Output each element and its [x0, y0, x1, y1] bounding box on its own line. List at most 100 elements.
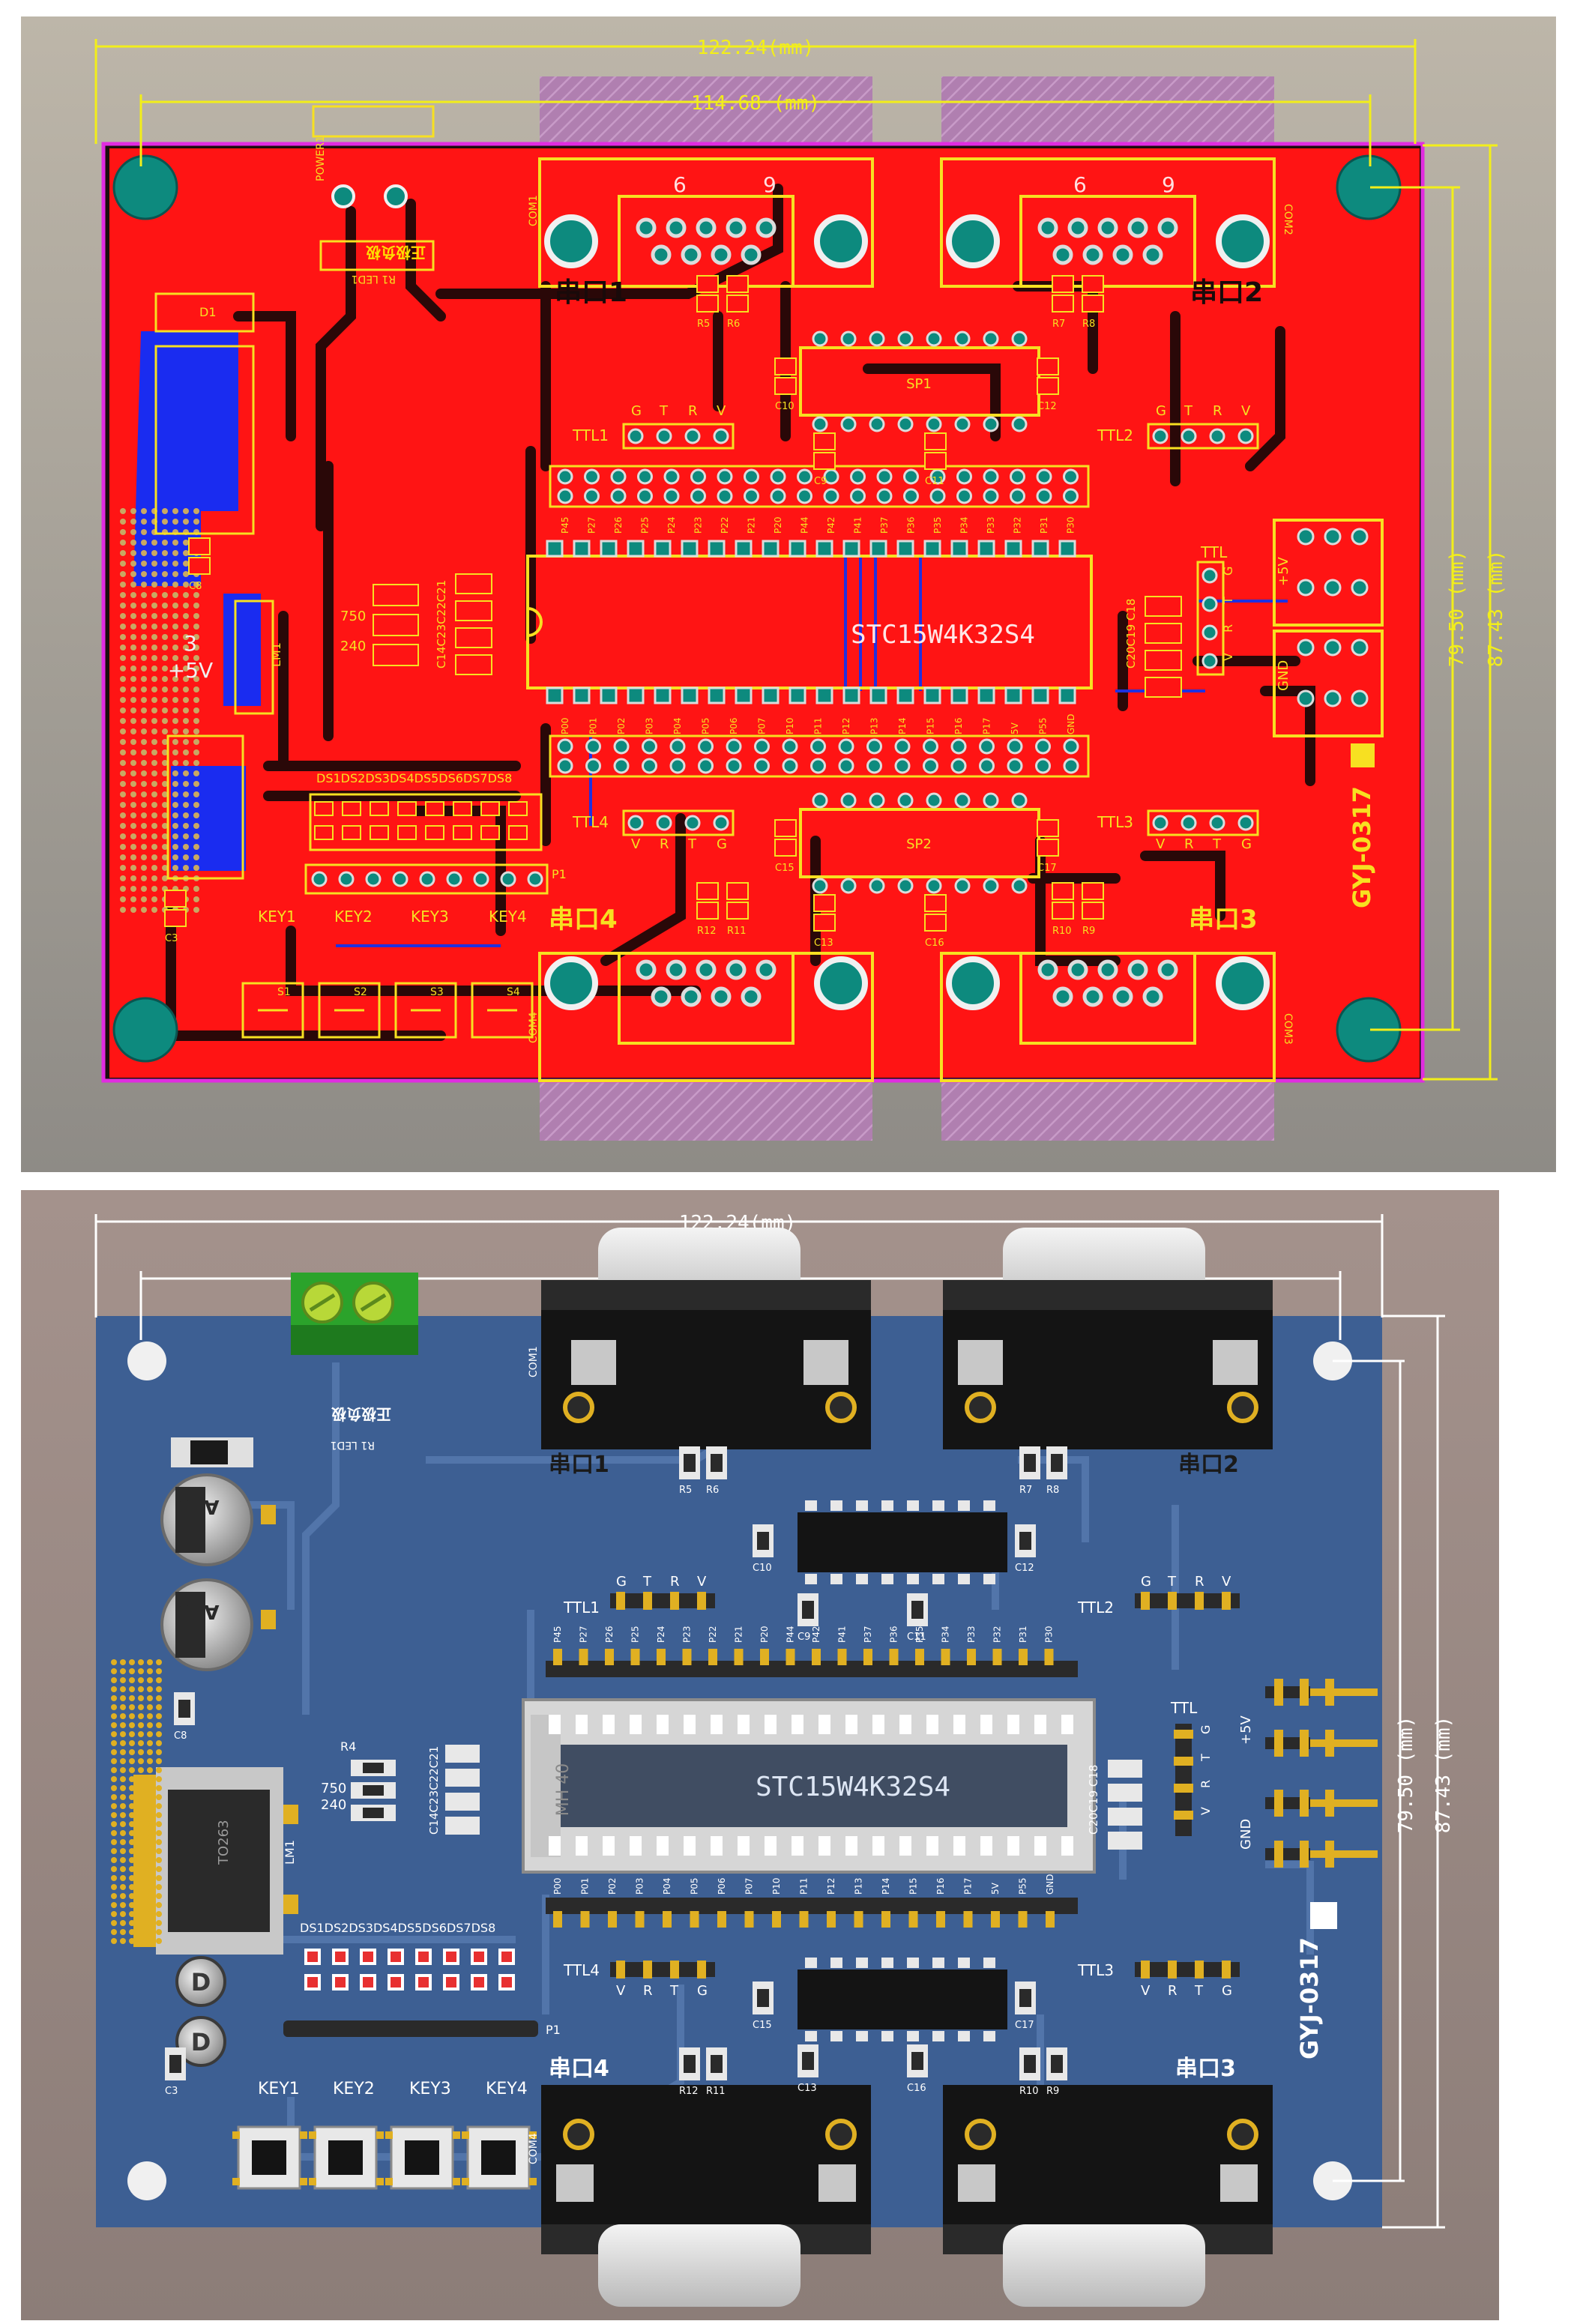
via	[183, 854, 189, 860]
render-pin-label-bottom: P17	[963, 1877, 974, 1895]
render-sp-pin	[856, 1500, 868, 1511]
gold-via	[129, 1668, 135, 1674]
key-lead	[309, 2178, 316, 2185]
render-cap	[1108, 1808, 1142, 1826]
via	[120, 718, 126, 724]
render-com4: COM4	[528, 2133, 540, 2164]
render-led	[501, 1977, 512, 1988]
header-pad	[557, 488, 573, 504]
gold-via	[147, 1875, 153, 1881]
pin-label-top: P21	[747, 516, 757, 534]
gold-via	[156, 1677, 162, 1683]
via	[151, 739, 157, 745]
via	[172, 854, 178, 860]
ttl-pad	[1201, 653, 1218, 669]
render-sp-pin	[881, 1574, 893, 1584]
render-ttl-pin	[1222, 1592, 1231, 1610]
smd-pad	[1082, 295, 1104, 313]
header-pin	[1019, 1649, 1028, 1665]
via	[172, 833, 178, 839]
component-label: C13	[814, 938, 833, 949]
gold-via	[111, 1731, 117, 1737]
via	[172, 739, 178, 745]
gold-via	[120, 1731, 126, 1737]
smd-pad	[1082, 902, 1104, 920]
p1-pad	[311, 871, 328, 887]
gold-via	[147, 1659, 153, 1665]
gold-via	[129, 1749, 135, 1755]
render-ttl-letter: R	[1195, 1574, 1204, 1590]
header-pad	[1063, 738, 1079, 755]
gold-via	[111, 1695, 117, 1701]
gold-via	[111, 1821, 117, 1827]
socket-pin	[926, 1715, 938, 1734]
pcb-3d-render-view: 122.24(mm) 79.50 (mm) 87.43 (mm)	[21, 1190, 1499, 2320]
r240-label: 240	[340, 639, 366, 654]
gold-via	[120, 1830, 126, 1836]
render-component-label: C3	[165, 2086, 178, 2097]
render-sp-pads	[805, 1500, 995, 2041]
gold-via	[156, 1884, 162, 1890]
smd-pad	[813, 894, 836, 912]
render-pin-label-bottom: P04	[662, 1877, 672, 1895]
gold-via	[129, 1821, 135, 1827]
gold-via	[129, 1758, 135, 1764]
header-pin	[772, 1911, 781, 1928]
pin-label-top: P34	[959, 516, 970, 534]
gold-via	[120, 1677, 126, 1683]
gold-via	[138, 1785, 144, 1791]
switch-label: S3	[430, 986, 444, 998]
socket-pin	[1007, 1715, 1019, 1734]
via	[183, 592, 189, 598]
render-led	[391, 1952, 401, 1962]
mcu-pad	[654, 540, 672, 558]
gold-via	[156, 1920, 162, 1926]
render-pin-label-bottom: P02	[607, 1877, 618, 1895]
via	[130, 833, 136, 839]
gold-via	[111, 1902, 117, 1908]
header-pad	[584, 488, 600, 504]
render-led	[335, 1977, 346, 1988]
gold-via	[147, 1848, 153, 1854]
ttl4-label: TTL4	[572, 813, 609, 831]
via	[162, 603, 168, 609]
render-r4: R4	[340, 1739, 356, 1754]
via	[193, 907, 199, 913]
gold-via	[156, 1731, 162, 1737]
via	[162, 844, 168, 850]
render-sp-pin	[830, 2031, 842, 2041]
render-pin-label-bottom: P16	[935, 1877, 946, 1895]
gold-via	[147, 1767, 153, 1773]
render-db9-com4	[541, 2085, 871, 2307]
ttl-pad	[684, 428, 701, 444]
render-ttl-vertical	[1175, 1724, 1192, 1836]
component-label: C3	[165, 933, 178, 944]
ttl-letter: R	[660, 836, 669, 852]
header-pad	[613, 738, 630, 755]
gold-via	[156, 1695, 162, 1701]
gold-via	[111, 1794, 117, 1800]
header-pin	[579, 1649, 588, 1665]
render-plus5v: +5V	[1238, 1715, 1254, 1745]
gold-via	[138, 1830, 144, 1836]
render-lm1: LM1	[283, 1840, 297, 1865]
svg-text:D: D	[191, 2028, 211, 2056]
socket-pin	[980, 1715, 992, 1734]
component-label: R11	[727, 926, 747, 937]
render-ttl-headers	[610, 1592, 1240, 1979]
smd-pad	[188, 557, 211, 575]
gold-via	[120, 1821, 126, 1827]
via	[183, 508, 189, 514]
socket-pin	[576, 1715, 588, 1734]
gold-via	[120, 1884, 126, 1890]
gold-via	[138, 1677, 144, 1683]
header-pin	[657, 1649, 666, 1665]
via	[141, 686, 147, 692]
render-pin-label-top: P23	[682, 1626, 693, 1643]
gold-via	[138, 1686, 144, 1692]
render-cap2-alu: ALU	[177, 1600, 220, 1623]
render-sp-pin	[983, 1574, 995, 1584]
key-lead	[376, 2178, 384, 2185]
sp-pad	[926, 331, 942, 347]
pin-label-bottom: P06	[729, 717, 739, 734]
